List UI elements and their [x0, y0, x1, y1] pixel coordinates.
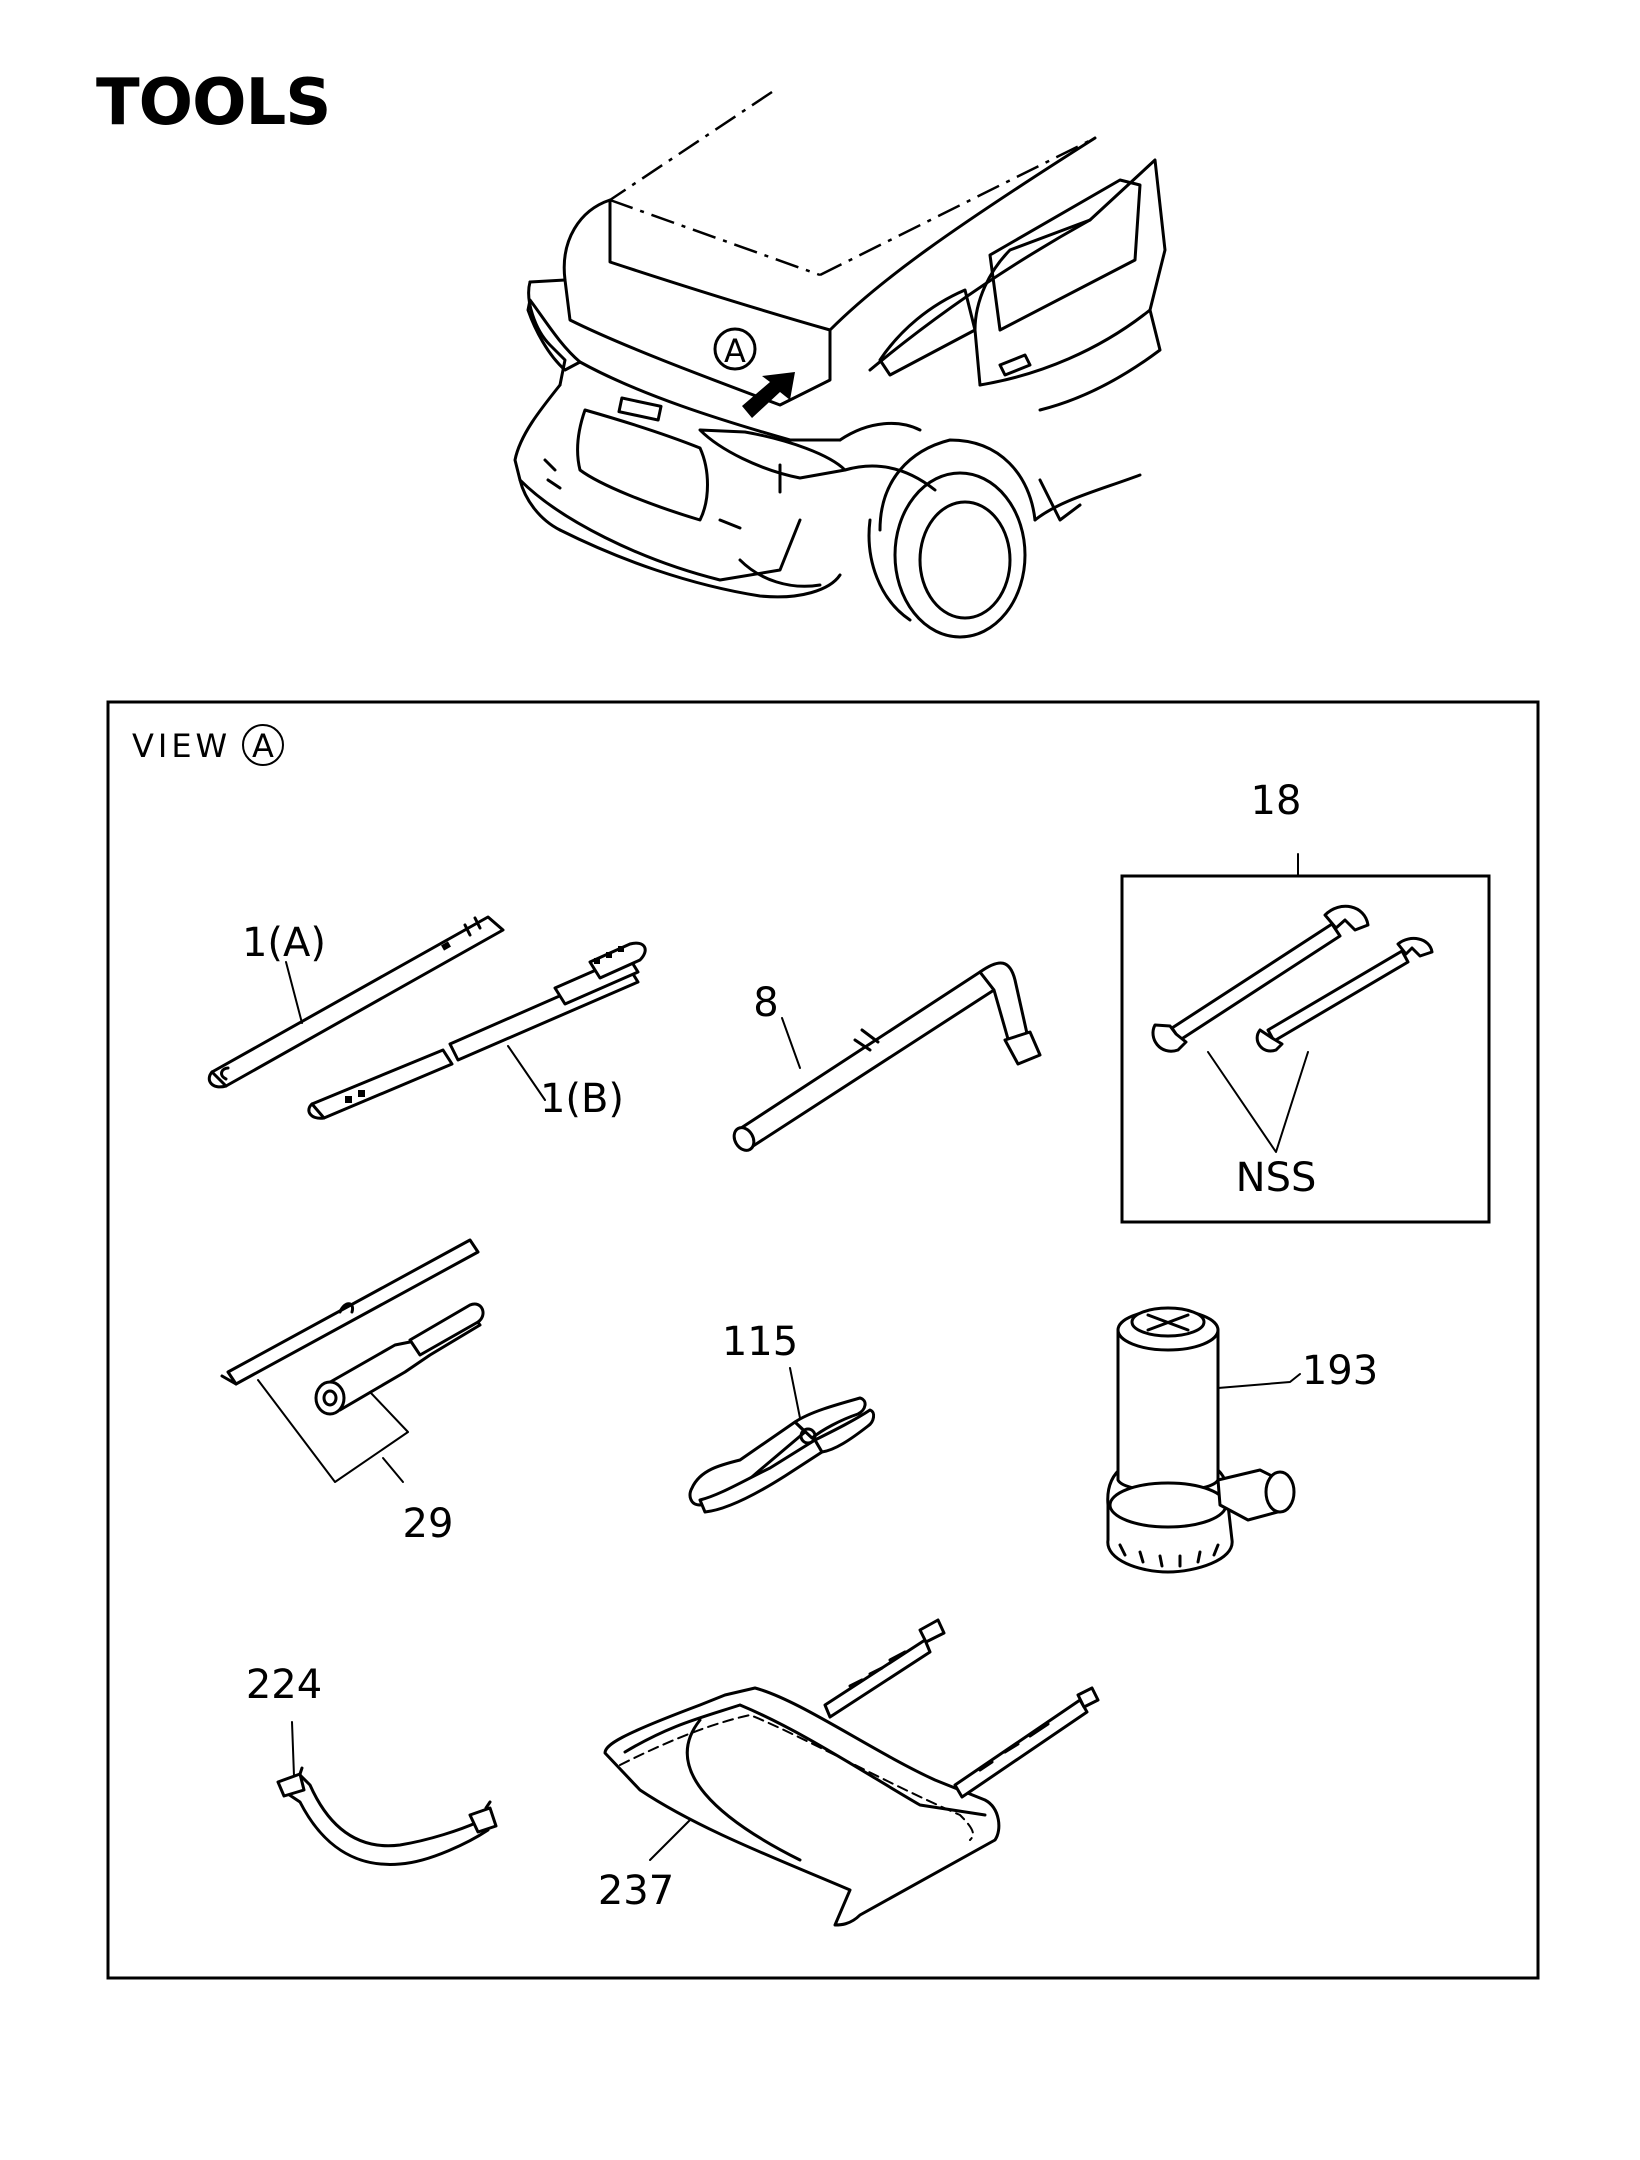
- view-label: VIEW: [132, 727, 231, 765]
- wheel-nut-wrench: [732, 961, 1042, 1152]
- screw-jack: [1106, 1306, 1296, 1574]
- view-a-frame: [106, 700, 1540, 1980]
- leader-1a: [285, 961, 303, 1024]
- open-end-wrenches: [1151, 904, 1434, 1053]
- tool-bracket: [276, 1766, 498, 1866]
- leader-193: [1217, 1373, 1301, 1389]
- leader-29: [257, 1379, 409, 1483]
- page-title: TOOLS: [96, 66, 331, 140]
- label-237: 237: [598, 1868, 674, 1914]
- wrench-set-box: [1120, 874, 1491, 1224]
- vehicle-illustration: A: [513, 90, 1167, 639]
- label-224: 224: [246, 1662, 322, 1708]
- leader-nss: [1207, 1051, 1309, 1153]
- label-nss: NSS: [1236, 1155, 1317, 1201]
- view-marker-circle: [242, 724, 284, 766]
- jack-handle-a: [207, 915, 505, 1089]
- view-arrow-icon: [742, 372, 795, 418]
- label-193: 193: [1302, 1348, 1378, 1394]
- label-8: 8: [753, 980, 778, 1026]
- label-1b: 1(B): [540, 1076, 624, 1122]
- leader-237: [649, 1819, 691, 1861]
- leader-29-tail: [382, 1457, 404, 1483]
- leader-8: [781, 1017, 801, 1069]
- vehicle-view-marker: A: [724, 332, 746, 370]
- tool-bag: [603, 1618, 1100, 1927]
- leader-1b: [507, 1045, 546, 1101]
- leader-224: [291, 1721, 295, 1777]
- label-1a: 1(A): [242, 920, 326, 966]
- handle-set: [220, 1238, 485, 1416]
- label-115: 115: [722, 1319, 798, 1365]
- pliers: [688, 1396, 876, 1514]
- jack-handle-b: [307, 941, 647, 1120]
- leader-115: [789, 1367, 801, 1419]
- label-29: 29: [403, 1501, 454, 1547]
- label-18: 18: [1251, 778, 1302, 824]
- view-marker: A: [252, 727, 274, 765]
